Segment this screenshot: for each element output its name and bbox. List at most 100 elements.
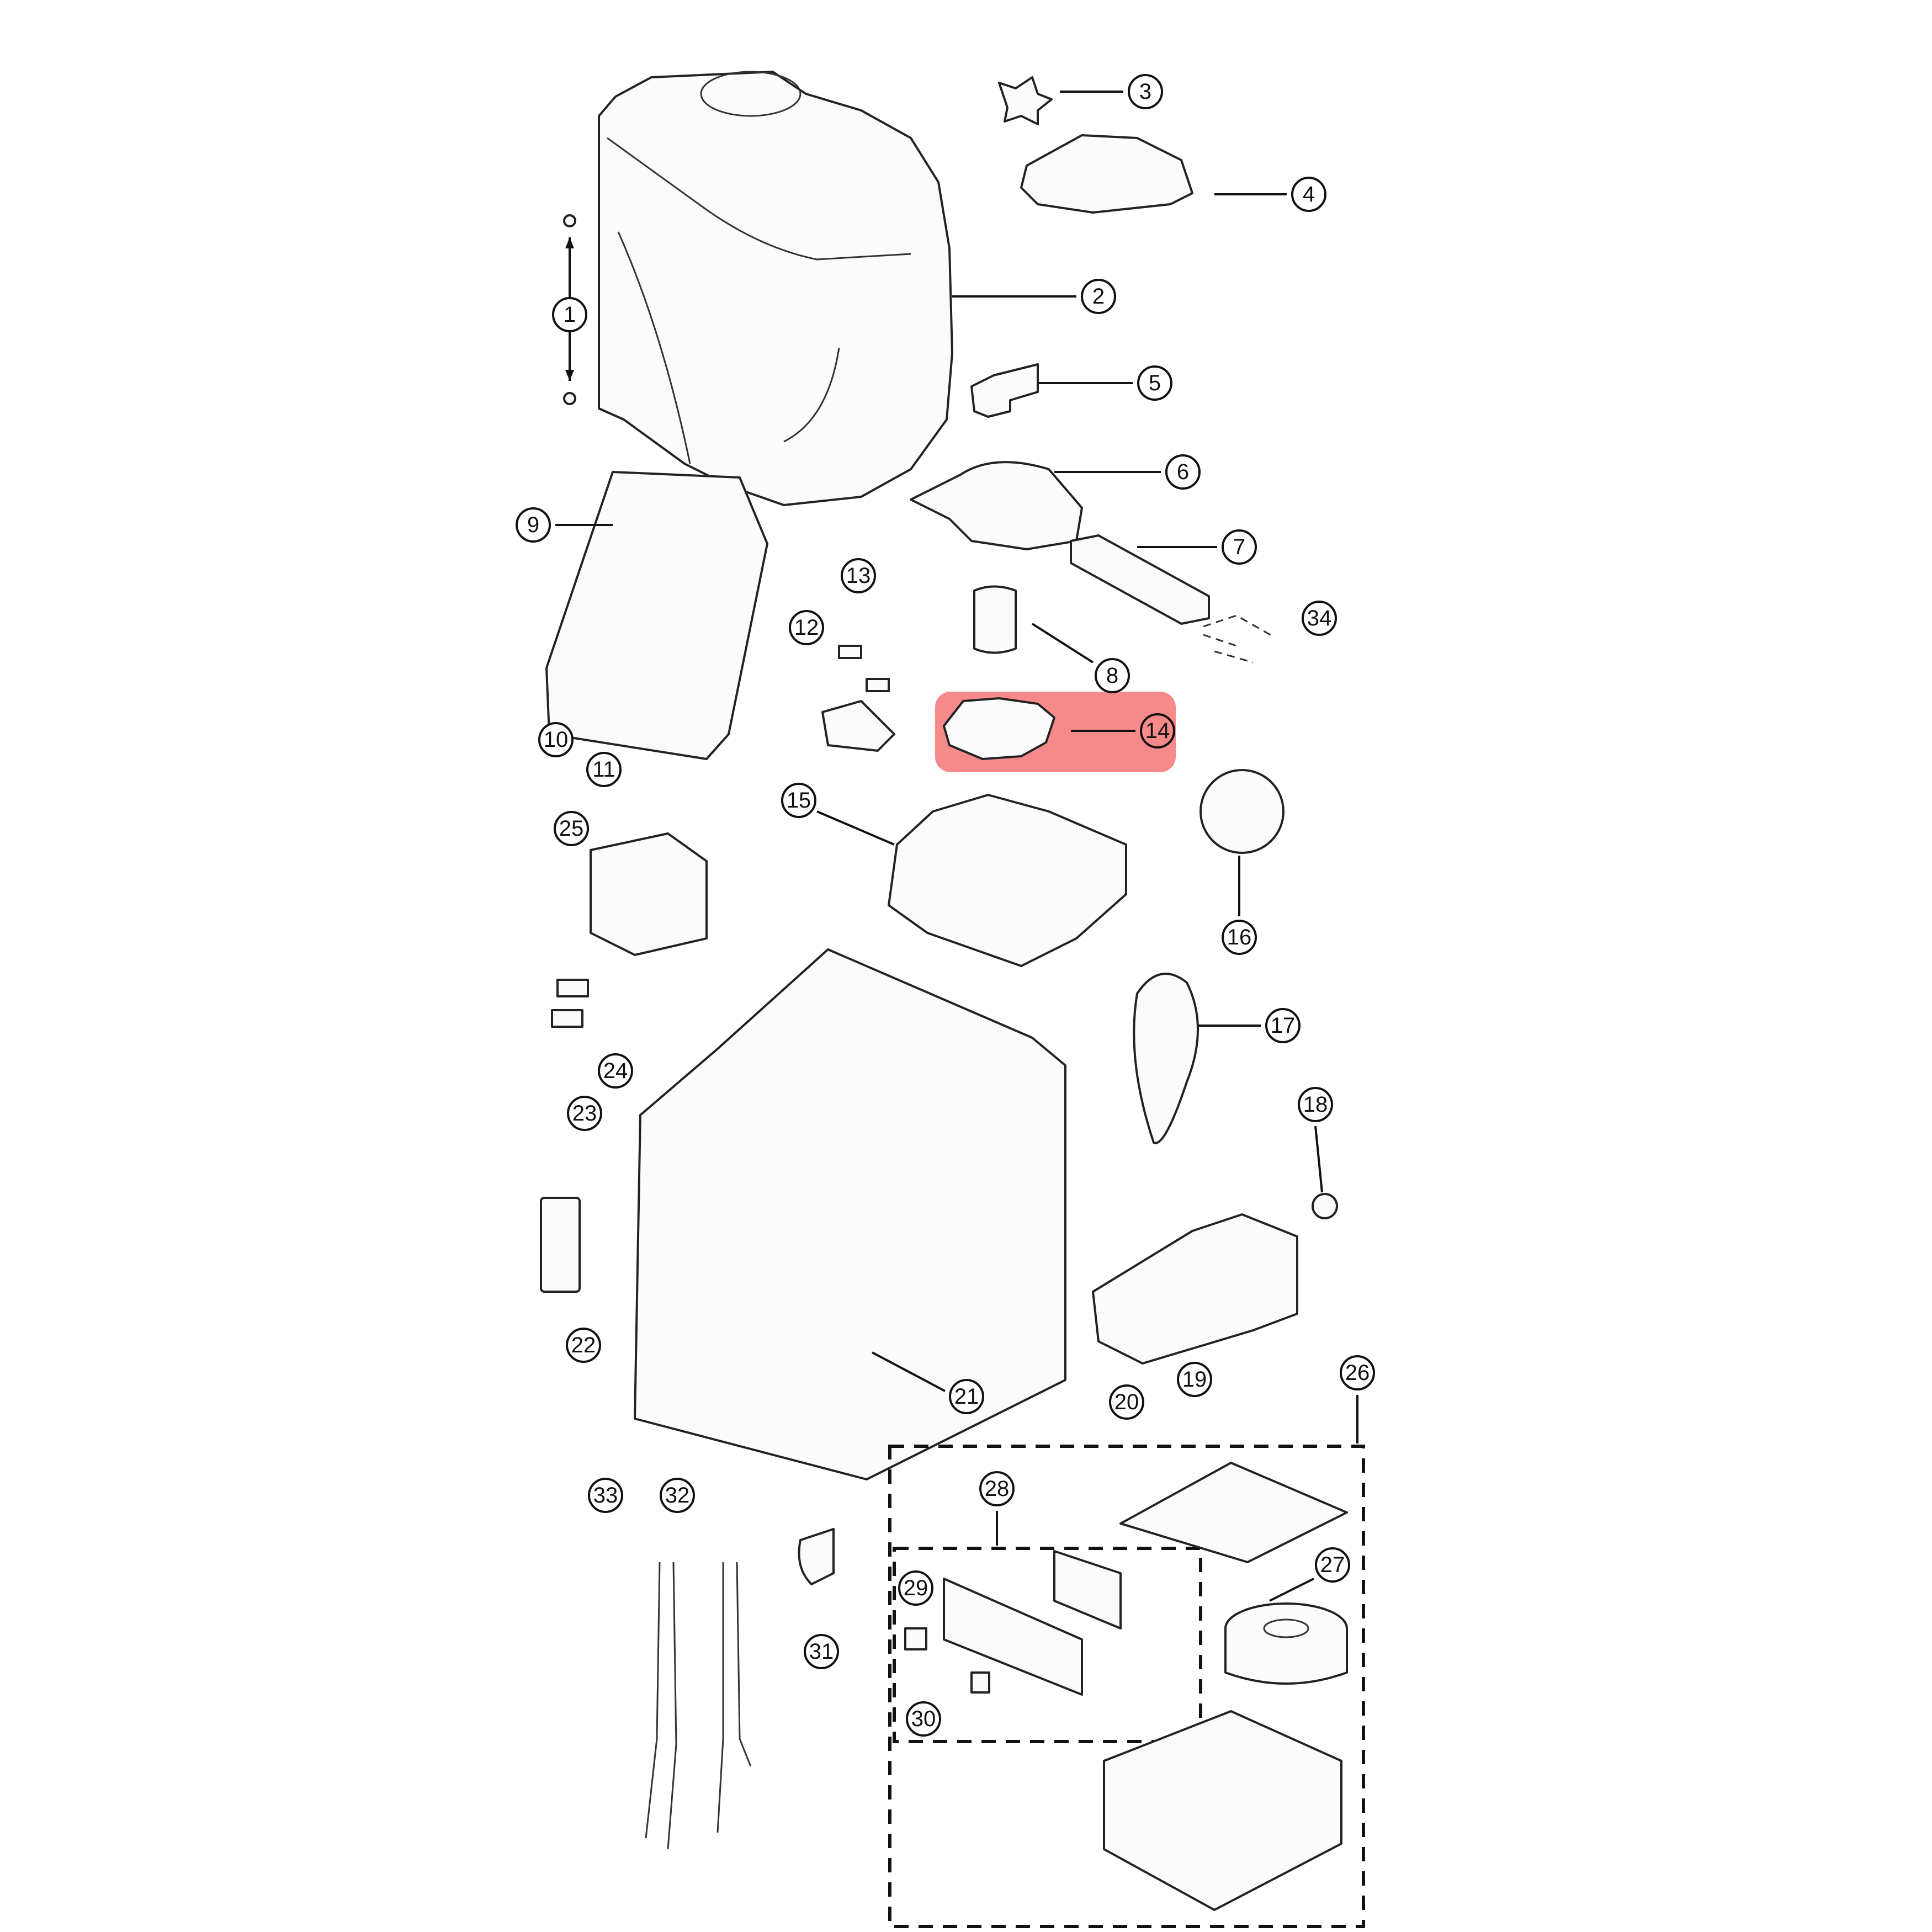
callout-18[interactable]: 18	[1298, 1087, 1333, 1122]
part-21-chassis-frame[interactable]	[634, 948, 1066, 1480]
callout-2[interactable]: 2	[1081, 279, 1116, 314]
svg-text:18: 18	[1303, 1092, 1328, 1117]
callout-25[interactable]: 25	[554, 811, 589, 846]
part-7-plate[interactable]	[1070, 534, 1210, 625]
svg-text:13: 13	[846, 564, 871, 588]
callout-11[interactable]: 11	[586, 752, 622, 787]
part-24-fuse-holder[interactable]	[556, 979, 589, 997]
svg-text:1: 1	[564, 302, 576, 327]
part-34-shims[interactable]	[1203, 614, 1276, 664]
svg-text:20: 20	[1114, 1390, 1139, 1414]
callout-31[interactable]: 31	[804, 1634, 839, 1669]
part-29-socket[interactable]	[904, 1627, 927, 1650]
callout-12[interactable]: 12	[789, 610, 824, 645]
part-1-screws[interactable]	[563, 214, 576, 405]
callout-23[interactable]: 23	[567, 1096, 602, 1131]
callout-1[interactable]: 1	[552, 297, 587, 332]
callout-labels: 1 2 3 4 5 6 7 8 9 10 11 12 13 14 15 16 1…	[516, 74, 1375, 1737]
part-14-flange-cover[interactable]	[943, 697, 1055, 760]
callout-30[interactable]: 30	[906, 1701, 941, 1737]
part-30-switch[interactable]	[970, 1671, 990, 1694]
svg-text:3: 3	[1139, 79, 1151, 104]
callout-16[interactable]: 16	[1222, 920, 1257, 955]
part-6-release-lever[interactable]	[910, 461, 1083, 550]
svg-text:29: 29	[904, 1576, 928, 1600]
callout-6[interactable]: 6	[1165, 454, 1201, 490]
svg-text:11: 11	[592, 757, 615, 782]
svg-text:16: 16	[1227, 925, 1252, 949]
svg-text:15: 15	[787, 788, 811, 813]
part-18-motor-sprocket[interactable]	[1312, 1193, 1338, 1219]
callout-22[interactable]: 22	[566, 1328, 601, 1363]
callout-9[interactable]: 9	[516, 507, 551, 543]
part-12-mounting-bracket[interactable]	[821, 700, 895, 752]
part-22-terminal-board[interactable]	[540, 1197, 581, 1293]
svg-text:30: 30	[911, 1707, 936, 1731]
callout-14[interactable]: 14	[1140, 713, 1175, 749]
svg-text:6: 6	[1177, 460, 1189, 484]
part-33-wire-harness[interactable]	[645, 1562, 677, 1850]
callout-20[interactable]: 20	[1109, 1384, 1144, 1420]
part-8-bushing[interactable]	[973, 585, 1017, 654]
callout-10[interactable]: 10	[538, 722, 574, 757]
callout-15[interactable]: 15	[781, 783, 816, 818]
callout-34[interactable]: 34	[1302, 601, 1337, 636]
svg-text:33: 33	[593, 1483, 618, 1508]
part-26-power-supply-kit[interactable]	[888, 1445, 1365, 1928]
part-25-battery[interactable]	[590, 832, 708, 956]
part-26-base-tray[interactable]	[1103, 1710, 1342, 1911]
svg-text:22: 22	[571, 1333, 596, 1357]
callout-4[interactable]: 4	[1291, 177, 1326, 212]
callout-26[interactable]: 26	[1340, 1355, 1375, 1390]
svg-text:32: 32	[665, 1483, 690, 1508]
callout-7[interactable]: 7	[1222, 529, 1257, 565]
callout-5[interactable]: 5	[1137, 365, 1172, 401]
callout-13[interactable]: 13	[841, 558, 876, 593]
part-27-transformer[interactable]	[1224, 1602, 1348, 1685]
svg-text:27: 27	[1320, 1553, 1345, 1577]
callout-3[interactable]: 3	[1128, 74, 1163, 109]
part-28-front-panel[interactable]	[943, 1578, 1083, 1696]
part-31-cap[interactable]	[798, 1528, 835, 1585]
callout-32[interactable]: 32	[660, 1478, 695, 1513]
part-23-fuse[interactable]	[551, 1009, 583, 1028]
svg-text:2: 2	[1092, 284, 1105, 309]
part-9-control-board[interactable]	[545, 471, 768, 760]
part-28-panel-assembly[interactable]	[893, 1547, 1202, 1743]
svg-text:19: 19	[1182, 1367, 1207, 1392]
callout-28[interactable]: 28	[979, 1471, 1015, 1506]
callout-17[interactable]: 17	[1265, 1008, 1301, 1043]
svg-text:25: 25	[559, 816, 584, 841]
callout-24[interactable]: 24	[598, 1053, 633, 1089]
part-17-chain[interactable]	[1133, 973, 1199, 1144]
callout-8[interactable]: 8	[1095, 658, 1130, 693]
svg-text:23: 23	[572, 1101, 597, 1126]
callout-33[interactable]: 33	[588, 1478, 623, 1513]
part-3-star-knob[interactable]	[998, 76, 1053, 125]
part-28-circuit-board[interactable]	[1053, 1550, 1122, 1630]
svg-text:4: 4	[1303, 182, 1315, 206]
svg-text:7: 7	[1233, 535, 1245, 559]
svg-text:10: 10	[544, 728, 569, 752]
callout-19[interactable]: 19	[1177, 1362, 1212, 1397]
svg-text:14: 14	[1145, 719, 1170, 743]
part-19-motor[interactable]	[1092, 1213, 1298, 1365]
svg-text:21: 21	[954, 1384, 979, 1409]
svg-text:31: 31	[809, 1639, 834, 1664]
part-2-main-cover[interactable]	[598, 71, 953, 506]
part-16-drive-sprocket[interactable]	[1199, 769, 1285, 854]
part-26-top-plate[interactable]	[1119, 1462, 1348, 1563]
part-15-gearbox[interactable]	[888, 794, 1127, 967]
callout-29[interactable]: 29	[898, 1570, 933, 1606]
svg-text:17: 17	[1271, 1013, 1296, 1038]
svg-text:8: 8	[1106, 664, 1118, 688]
callout-21[interactable]: 21	[949, 1379, 984, 1414]
svg-text:28: 28	[985, 1477, 1010, 1501]
callout-27[interactable]: 27	[1315, 1547, 1350, 1583]
part-4-release-cover[interactable]	[1020, 134, 1193, 214]
part-5-bracket-clip[interactable]	[970, 363, 1039, 418]
svg-text:5: 5	[1149, 371, 1161, 395]
part-32-wire-harness[interactable]	[716, 1562, 752, 1833]
part-13-limit-switches[interactable]	[838, 645, 890, 692]
